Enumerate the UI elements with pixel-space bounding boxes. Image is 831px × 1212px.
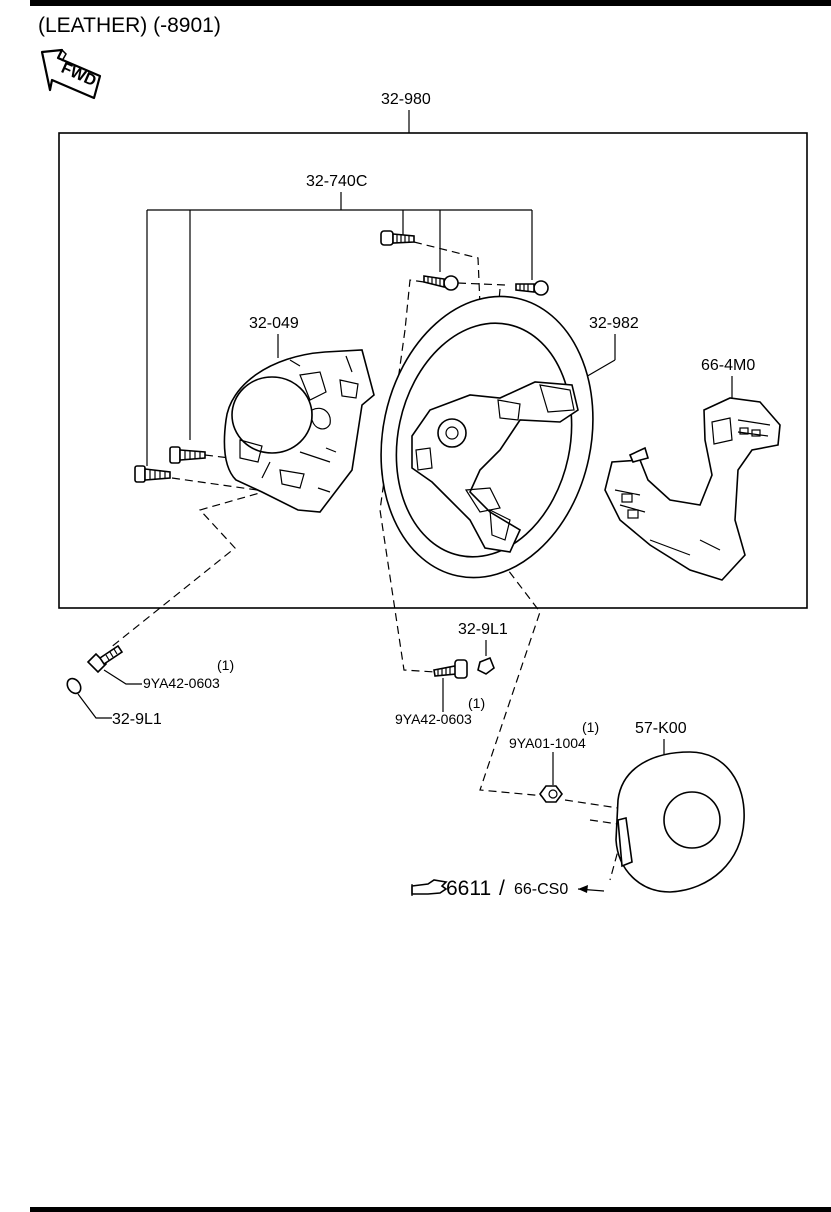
label-66-4m0[interactable]: 66-4M0	[701, 357, 755, 374]
ref-sub[interactable]: 66-CS0	[514, 881, 568, 898]
screw-icon	[515, 280, 549, 296]
screw-icon	[380, 230, 415, 246]
nut-icon	[539, 785, 563, 803]
bolt-icon	[433, 659, 468, 679]
top-rule	[30, 0, 831, 6]
bolt-icon	[86, 644, 124, 674]
fwd-arrow-icon: FWD	[40, 48, 102, 100]
label-57-k00[interactable]: 57-K00	[635, 720, 687, 737]
ref-main[interactable]: 6611	[446, 877, 491, 900]
screw-icon	[134, 465, 171, 483]
bottom-rule	[30, 1207, 831, 1212]
label-bolt-mid[interactable]: 9YA42-0603	[395, 711, 472, 727]
screw-icon	[423, 275, 459, 291]
label-nut-qty: (1)	[582, 719, 599, 735]
label-bolt-mid-qty: (1)	[468, 695, 485, 711]
label-cap-mid[interactable]: 32-9L1	[458, 621, 508, 638]
label-cap-left[interactable]: 32-9L1	[112, 711, 162, 728]
label-bolt-left[interactable]: 9YA42-0603	[143, 675, 220, 691]
label-32-980[interactable]: 32-980	[381, 91, 431, 108]
label-bolt-left-qty: (1)	[217, 657, 234, 673]
label-32-982[interactable]: 32-982	[589, 315, 639, 332]
cap-icon	[66, 677, 82, 695]
cap-icon	[477, 656, 495, 675]
ref-separator: /	[499, 877, 505, 900]
pointing-hand-icon	[411, 879, 448, 896]
label-32-049[interactable]: 32-049	[249, 315, 299, 332]
screw-icon	[169, 446, 206, 464]
label-nut[interactable]: 9YA01-1004	[509, 735, 586, 751]
switch-part	[604, 397, 781, 581]
airbag-part	[615, 751, 745, 893]
assembly-box	[58, 132, 808, 609]
arrow-left-icon	[578, 885, 588, 893]
label-32-740c[interactable]: 32-740C	[306, 173, 367, 190]
back-cover-part	[223, 349, 375, 513]
page-title: (LEATHER) (-8901)	[38, 14, 221, 37]
steering-wheel-part	[380, 295, 594, 579]
